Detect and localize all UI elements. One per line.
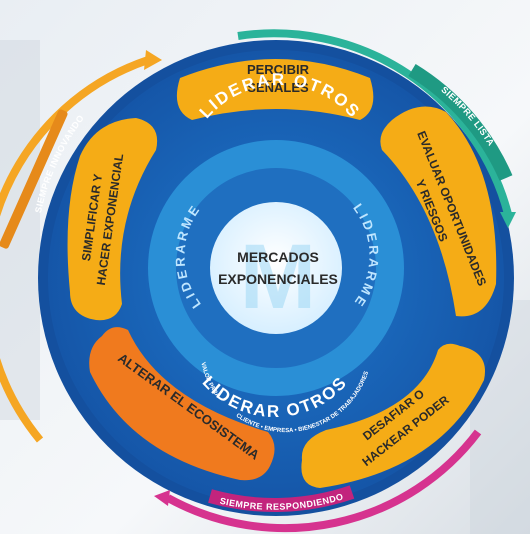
petal-evaluar: EVALUAR OPORTUNIDADES Y RIESGOS: [380, 106, 497, 317]
arrow-head-icon: [154, 490, 170, 506]
center-disc: [210, 202, 342, 334]
petal-simplificar: SIMPLIFICAR Y HACER EXPONENCIAL: [67, 118, 158, 321]
petal-percibir-line2: SEÑALES: [247, 80, 309, 95]
center-title-line2: EXPONENCIALES: [218, 271, 338, 287]
petal-percibir: PERCIBIR SEÑALES: [176, 59, 374, 120]
center-title-line1: MERCADOS: [237, 249, 319, 265]
arrow-head-icon: [500, 212, 516, 228]
center-logo: M: [240, 226, 317, 328]
petal-percibir-line1: PERCIBIR: [247, 62, 310, 77]
arrow-head-icon: [144, 50, 162, 70]
